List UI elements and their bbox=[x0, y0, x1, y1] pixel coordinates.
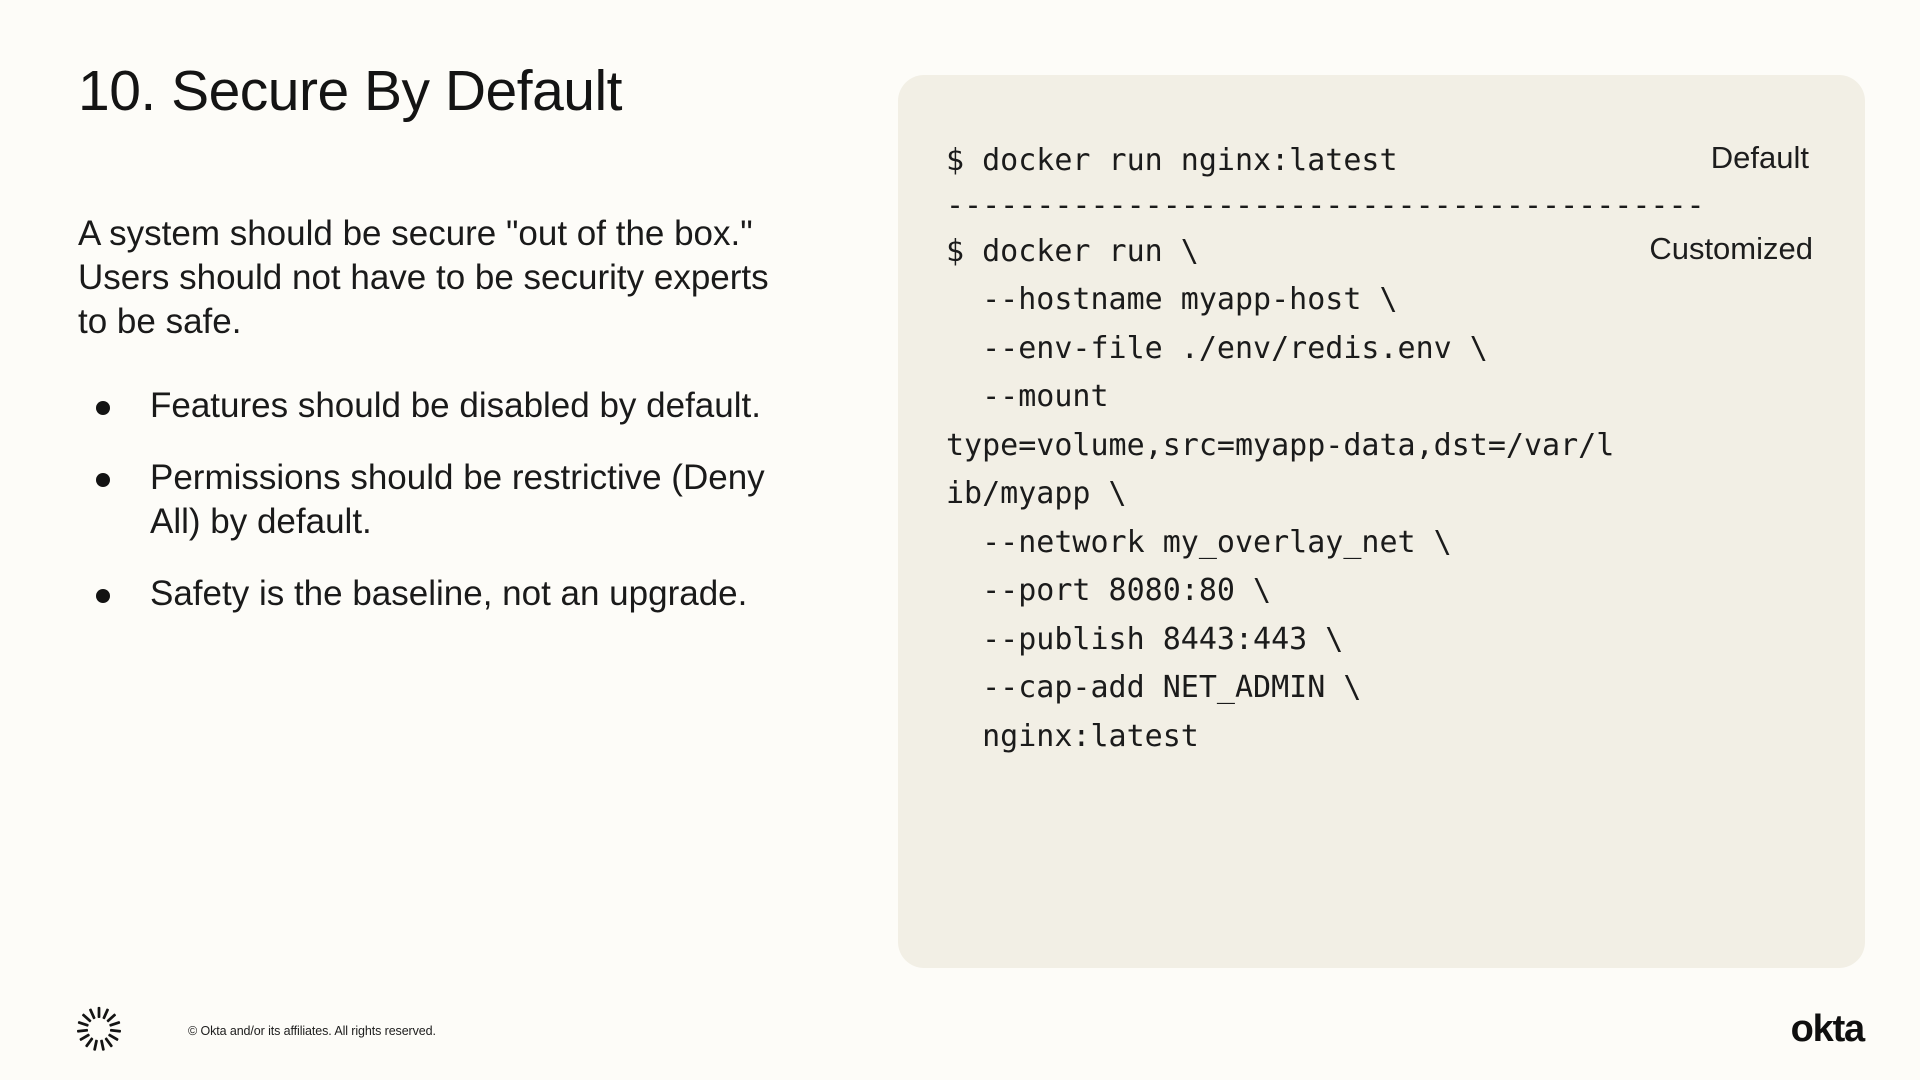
list-item-label: Safety is the baseline, not an upgrade. bbox=[150, 574, 748, 614]
list-item: Features should be disabled by default. bbox=[78, 384, 800, 428]
code-line: --hostname myapp-host \ bbox=[946, 282, 1398, 317]
default-label: Default bbox=[1710, 140, 1809, 175]
code-line: ib/myapp \ bbox=[946, 476, 1127, 511]
bullet-dot-icon bbox=[96, 589, 110, 604]
code-panel: $ docker run nginx:latest --------------… bbox=[898, 75, 1865, 968]
slide-footer: © Okta and/or its affiliates. All rights… bbox=[0, 960, 1920, 1080]
page-title: 10. Secure By Default bbox=[78, 59, 622, 123]
code-line: --port 8080:80 \ bbox=[946, 573, 1272, 608]
okta-burst-icon bbox=[76, 1006, 122, 1052]
bullet-dot-icon bbox=[96, 401, 110, 416]
bullet-list: Features should be disabled by default. … bbox=[78, 384, 808, 616]
code-block: $ docker run nginx:latest --------------… bbox=[946, 137, 1817, 761]
code-line: --env-file ./env/redis.env \ bbox=[946, 330, 1488, 366]
code-line: --network my_overlay_net \ bbox=[946, 524, 1452, 560]
list-item: Permissions should be restrictive (Deny … bbox=[78, 456, 800, 544]
list-item: Safety is the baseline, not an upgrade. bbox=[78, 572, 800, 616]
code-line: --cap-add NET_ADMIN \ bbox=[946, 670, 1362, 705]
bullet-dot-icon bbox=[96, 473, 110, 488]
list-item-label: Features should be disabled by default. bbox=[150, 386, 761, 426]
lead-paragraph: A system should be secure "out of the bo… bbox=[78, 213, 769, 342]
left-content-column: 10. Secure By Default A system should be… bbox=[78, 59, 808, 644]
code-line: --mount bbox=[946, 379, 1109, 414]
okta-wordmark: okta bbox=[1790, 1008, 1866, 1050]
code-line: nginx:latest bbox=[946, 718, 1199, 754]
customized-label: Customized bbox=[1649, 231, 1813, 266]
code-divider: ----------------------------------------… bbox=[946, 187, 1705, 223]
code-line: --publish 8443:443 \ bbox=[946, 621, 1344, 657]
list-item-label: Permissions should be restrictive (Deny … bbox=[150, 458, 765, 542]
copyright-text: © Okta and/or its affiliates. All rights… bbox=[188, 1024, 436, 1038]
code-line-default-command: $ docker run nginx:latest bbox=[946, 143, 1398, 178]
code-line: $ docker run \ bbox=[946, 233, 1199, 269]
code-line: type=volume,src=myapp-data,dst=/var/l bbox=[946, 427, 1615, 463]
